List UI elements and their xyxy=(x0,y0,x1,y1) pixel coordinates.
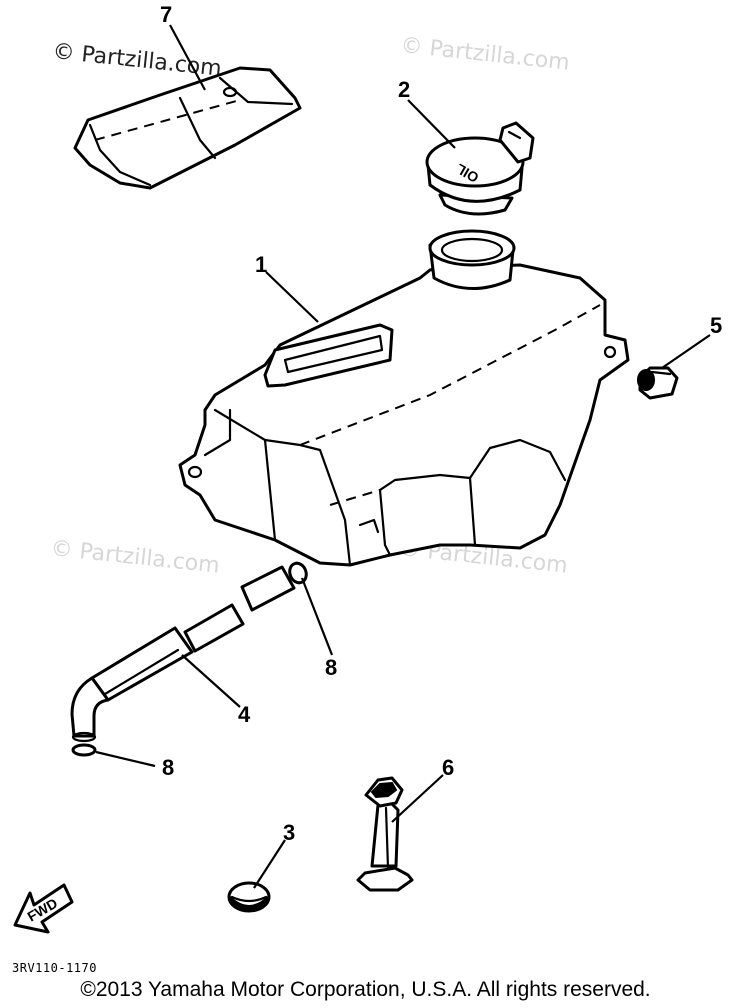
part-clip-lower[interactable] xyxy=(71,743,97,757)
callout-1: 1 xyxy=(255,252,267,277)
part-cap[interactable]: OIL xyxy=(425,121,535,216)
copyright-notice: ©2013 Yamaha Motor Corporation, U.S.A. A… xyxy=(80,978,651,1001)
watermark-mid-left: © Partzilla.com xyxy=(49,536,220,579)
leader-lines xyxy=(95,24,711,889)
callout-2: 2 xyxy=(398,77,410,102)
part-oil-tank[interactable] xyxy=(178,229,630,567)
part-plug[interactable] xyxy=(227,881,271,913)
part-holder[interactable] xyxy=(356,776,414,892)
diagram-code: 3RV110-1170 xyxy=(12,961,97,975)
watermark-top-right: © Partzilla.com xyxy=(399,33,570,76)
callout-4: 4 xyxy=(238,702,251,727)
part-clip-upper[interactable] xyxy=(287,561,309,585)
part-hose[interactable] xyxy=(70,565,296,743)
part-bag[interactable] xyxy=(73,66,302,190)
forward-arrow-icon: FWD xyxy=(13,883,74,934)
callout-6: 6 xyxy=(442,755,454,780)
callout-3: 3 xyxy=(283,820,295,845)
callout-8-upper: 8 xyxy=(325,655,337,680)
callout-7: 7 xyxy=(160,2,172,27)
part-bolt[interactable] xyxy=(637,366,679,400)
callout-8-lower: 8 xyxy=(162,755,174,780)
callout-5: 5 xyxy=(710,313,722,338)
